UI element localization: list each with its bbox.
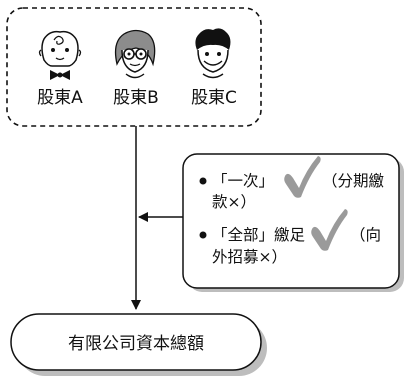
condition-1-prefix: 「一次」 bbox=[212, 172, 274, 190]
condition-1-line2: 款×） bbox=[212, 193, 256, 211]
shareholder-a-icon bbox=[38, 30, 82, 80]
check-icon bbox=[311, 209, 348, 251]
shareholder-b-icon bbox=[114, 29, 156, 79]
bullet-2 bbox=[199, 231, 207, 239]
shareholder-a-label: 股東A bbox=[37, 88, 83, 108]
shareholder-c-label: 股東C bbox=[191, 88, 237, 108]
check-icon bbox=[284, 156, 321, 198]
total-capital-label: 有限公司資本總額 bbox=[68, 334, 204, 354]
bullet-1 bbox=[199, 177, 207, 185]
condition-2-prefix: 「全部」繳足 bbox=[212, 226, 305, 244]
shareholder-c-icon bbox=[195, 28, 231, 79]
conditions-box bbox=[182, 153, 400, 289]
shareholder-b-label: 股東B bbox=[113, 88, 159, 108]
condition-2-suffix: （向 bbox=[350, 226, 381, 244]
total-capital-box bbox=[10, 313, 262, 371]
condition-1-suffix: （分期繳 bbox=[322, 172, 384, 190]
condition-2-line2: 外招募×） bbox=[212, 248, 287, 266]
